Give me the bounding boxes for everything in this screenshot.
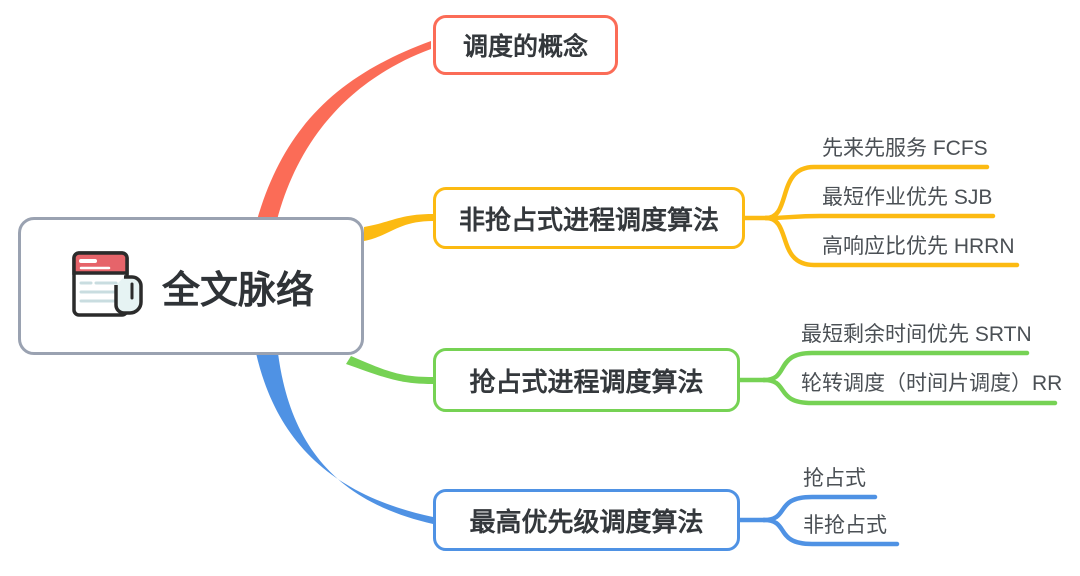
- connector-root-to-priority: [256, 353, 433, 524]
- root-topic-label: 全文脉络: [161, 269, 314, 312]
- leaf-fcfs[interactable]: 先来先服务 FCFS: [822, 137, 988, 160]
- leaf-sjb[interactable]: 最短作业优先 SJB: [822, 186, 993, 209]
- connector-leaf-hrrn: [763, 215, 1020, 268]
- connector-leaf-nonpreempt: [761, 517, 900, 547]
- connector-root-to-preemptive: [346, 356, 433, 384]
- connector-root-to-nonpreemptive: [364, 214, 433, 241]
- leaf-nonpreempt[interactable]: 非抢占式: [803, 514, 887, 537]
- topic-nonpreemptive[interactable]: 非抢占式进程调度算法: [433, 187, 745, 249]
- leaf-srtn[interactable]: 最短剩余时间优先 SRTN: [801, 323, 1032, 346]
- topic-nonpreemptive-label: 非抢占式进程调度算法: [458, 204, 719, 235]
- connector-leaf-sjb: [763, 213, 996, 221]
- topic-priority[interactable]: 最高优先级调度算法: [433, 489, 740, 551]
- topic-preemptive[interactable]: 抢占式进程调度算法: [433, 348, 740, 412]
- topic-preemptive-label: 抢占式进程调度算法: [469, 366, 704, 397]
- topic-root[interactable]: 全文脉络: [18, 217, 364, 355]
- topic-concept-label: 调度的概念: [462, 33, 588, 61]
- connector-root-to-concept: [257, 41, 431, 220]
- topic-concept[interactable]: 调度的概念: [433, 15, 618, 75]
- leaf-preempt[interactable]: 抢占式: [803, 467, 866, 490]
- leaf-rr[interactable]: 轮转调度（时间片调度）RR: [801, 372, 1063, 395]
- leaf-hrrn[interactable]: 高响应比优先 HRRN: [822, 235, 1015, 258]
- document-icon: [72, 251, 143, 317]
- connector-leaf-rr: [761, 377, 1058, 406]
- topic-priority-label: 最高优先级调度算法: [469, 506, 704, 537]
